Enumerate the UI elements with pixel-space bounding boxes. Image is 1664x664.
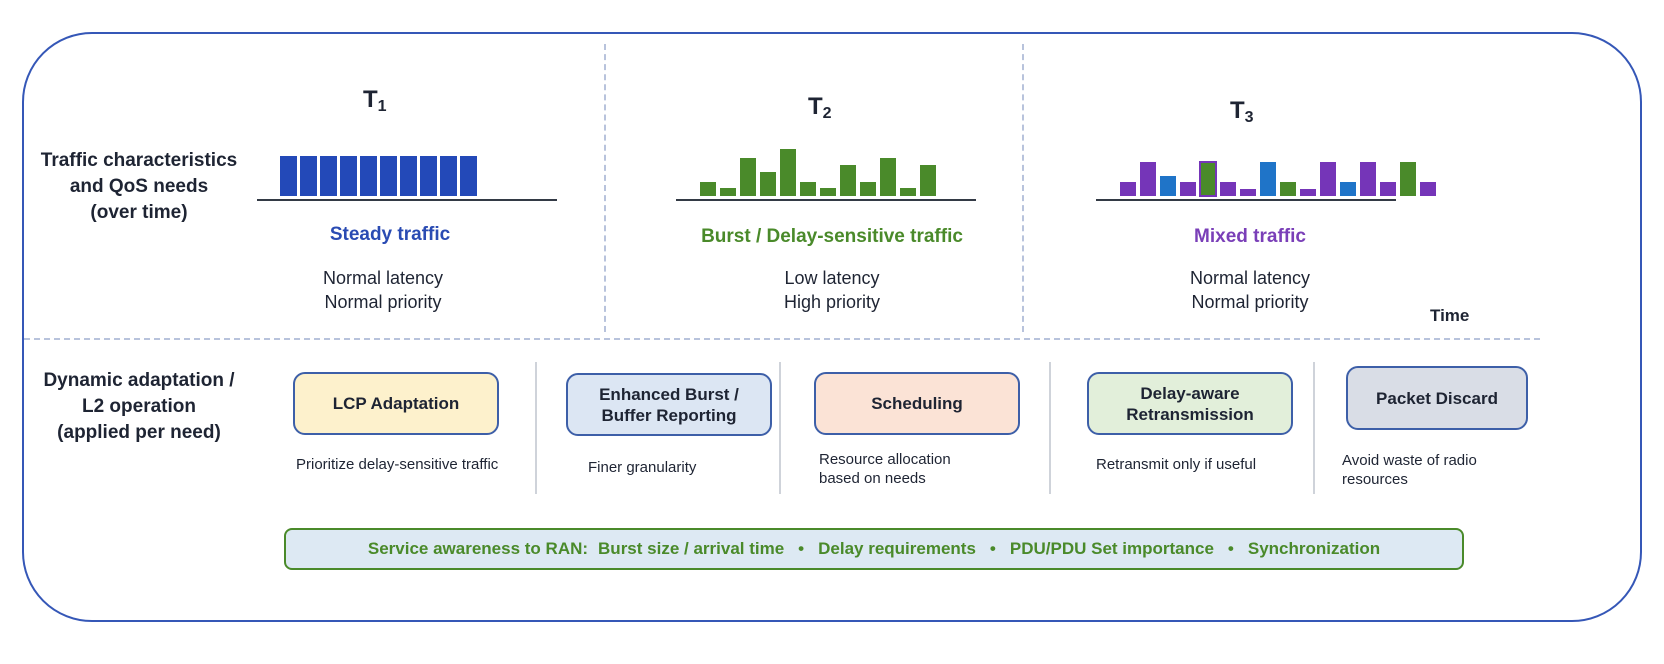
traffic-bar: [440, 156, 457, 196]
traffic-bar: [800, 182, 816, 196]
banner-lead: Service awareness to RAN:: [367, 539, 589, 558]
banner-item-sync: Synchronization: [1247, 539, 1381, 558]
traffic-bar: [1400, 162, 1416, 196]
mechanism-divider-4: [1313, 362, 1315, 494]
mechanism-divider-2: [779, 362, 781, 494]
traffic-bar: [780, 149, 796, 196]
traffic-title-burst: Burst / Delay-sensitive traffic: [701, 226, 963, 247]
service-awareness-banner: Service awareness to RAN: Burst size / a…: [284, 528, 1464, 570]
traffic-bar: [920, 165, 936, 196]
traffic-bar: [1300, 189, 1316, 196]
traffic-bar: [840, 165, 856, 196]
period-divider-2: [1022, 44, 1024, 332]
traffic-bar: [900, 188, 916, 196]
traffic-bar: [1280, 182, 1296, 196]
t1-subscript: 1: [377, 98, 387, 115]
traffic-bar: [1180, 182, 1196, 196]
section-divider: [24, 338, 1540, 340]
time-axis-label: Time: [1430, 306, 1470, 325]
banner-item-delay: Delay requirements: [818, 539, 976, 558]
traffic-pattern-steady: [280, 156, 477, 196]
t1-letter: T: [363, 86, 378, 113]
traffic-bar: [1420, 182, 1436, 196]
traffic-bar: [820, 188, 836, 196]
traffic-bar: [1380, 182, 1396, 196]
traffic-bar: [320, 156, 337, 196]
traffic-title-mixed: Mixed traffic: [1194, 226, 1306, 247]
traffic-bar: [1340, 182, 1356, 196]
period-divider-1: [604, 44, 606, 332]
traffic-bar: [700, 182, 716, 196]
mechanism-divider-1: [535, 362, 537, 494]
banner-separator: •: [989, 539, 996, 558]
mechanism-packet-discard: Packet Discard: [1346, 366, 1528, 430]
traffic-bar: [1199, 161, 1217, 197]
traffic-bar: [1360, 162, 1376, 196]
banner-separator: •: [1227, 539, 1234, 558]
t2-letter: T: [808, 93, 823, 120]
mechanism-note-lcp: Prioritize delay-sensitive traffic: [296, 456, 499, 473]
traffic-bar: [1240, 189, 1256, 196]
period-label-t1: T1: [363, 86, 387, 116]
traffic-bar: [400, 156, 417, 196]
t3-letter: T: [1230, 97, 1245, 124]
mechanism-divider-3: [1049, 362, 1051, 494]
traffic-bar: [1120, 182, 1136, 196]
mechanism-scheduling: Scheduling: [814, 372, 1020, 435]
outer-frame: [22, 32, 1642, 622]
traffic-bar: [760, 172, 776, 196]
t2-subscript: 2: [822, 105, 832, 122]
traffic-bar: [340, 156, 357, 196]
traffic-bar: [740, 158, 756, 196]
traffic-pattern-burst: [700, 149, 936, 196]
banner-separator: •: [798, 539, 805, 558]
mechanism-lcp-adaptation: LCP Adaptation: [293, 372, 499, 435]
traffic-bar: [860, 182, 876, 196]
time-axis-1: [257, 199, 557, 201]
time-axis-3: [1096, 199, 1396, 201]
mechanism-note-burst: Finer granularity: [588, 459, 697, 476]
mechanism-note-scheduling: Resource allocation based on needs: [819, 451, 951, 487]
traffic-bar: [300, 156, 317, 196]
banner-item-burst: Burst size / arrival time: [598, 539, 785, 558]
period-label-t2: T2: [808, 93, 832, 123]
traffic-bar: [380, 156, 397, 196]
traffic-bar: [1220, 182, 1236, 196]
traffic-bar: [1320, 162, 1336, 196]
period-label-t3: T3: [1230, 97, 1254, 127]
t3-subscript: 3: [1244, 109, 1254, 126]
traffic-bar: [1160, 176, 1176, 196]
qos-needs-burst: Low latency High priority: [783, 268, 881, 312]
traffic-bar: [460, 156, 477, 196]
mechanism-note-discard: Avoid waste of radio resources: [1342, 452, 1477, 488]
traffic-bar: [360, 156, 377, 196]
mechanism-burst-buffer-reporting: Enhanced Burst / Buffer Reporting: [566, 373, 772, 436]
traffic-bar: [720, 188, 736, 196]
traffic-bar: [1260, 162, 1276, 196]
time-axis-2: [676, 199, 976, 201]
row-label-traffic: Traffic characteristics and QoS needs (o…: [40, 150, 238, 223]
mechanism-delay-aware-retransmission: Delay-aware Retransmission: [1087, 372, 1293, 435]
mechanism-note-retransmission: Retransmit only if useful: [1096, 456, 1257, 473]
qos-needs-steady: Normal latency Normal priority: [322, 268, 444, 312]
traffic-title-steady: Steady traffic: [329, 224, 451, 245]
row-label-adaptation: Dynamic adaptation / L2 operation (appli…: [43, 370, 235, 443]
qos-needs-mixed: Normal latency Normal priority: [1189, 268, 1311, 312]
traffic-pattern-mixed: [1120, 161, 1436, 197]
traffic-bar: [420, 156, 437, 196]
traffic-bar: [280, 156, 297, 196]
banner-item-importance: PDU/PDU Set importance: [1009, 539, 1214, 558]
traffic-bar: [1140, 162, 1156, 196]
traffic-bar: [880, 158, 896, 196]
